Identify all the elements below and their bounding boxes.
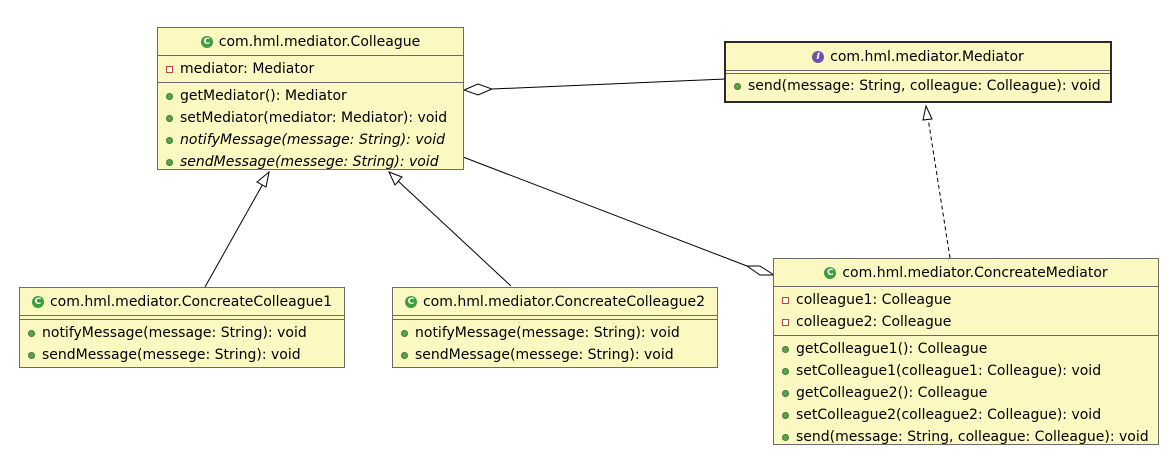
concrete-colleague2-header: C com.hml.mediator.ConcreateColleague2 bbox=[393, 288, 717, 316]
operation-row[interactable]: getColleague2(): Colleague bbox=[774, 382, 1158, 404]
class-icon: C bbox=[404, 295, 417, 308]
aggregation-diamond-colleague-mediator bbox=[462, 83, 494, 96]
private-visibility-icon bbox=[782, 318, 789, 326]
mediator-operations: send(message: String, colleague: Colleag… bbox=[726, 74, 1110, 98]
colleague-operations: getMediator(): Mediator setMediator(medi… bbox=[158, 83, 463, 175]
public-visibility-icon bbox=[166, 114, 173, 122]
operation-row[interactable]: send(message: String, colleague: Colleag… bbox=[774, 426, 1158, 448]
concrete-colleague2-empty-attributes bbox=[393, 316, 717, 320]
concrete-colleague1-empty-attributes bbox=[20, 316, 344, 320]
public-visibility-icon bbox=[401, 329, 408, 337]
colleague-attributes: mediator: Mediator bbox=[158, 56, 463, 83]
concrete-colleague1-name: com.hml.mediator.ConcreateColleague1 bbox=[49, 293, 333, 310]
operation-row[interactable]: sendMessage(messege: String): void bbox=[20, 344, 344, 366]
public-visibility-icon bbox=[782, 345, 789, 353]
private-visibility-icon bbox=[166, 65, 173, 73]
attribute-row[interactable]: colleague2: Colleague bbox=[774, 311, 1158, 333]
operation-row[interactable]: setColleague1(colleague1: Colleague): vo… bbox=[774, 360, 1158, 382]
private-visibility-icon bbox=[782, 296, 789, 304]
operation-row[interactable]: getMediator(): Mediator bbox=[158, 85, 463, 107]
aggregation-line-colleague-concretemediator bbox=[462, 156, 748, 267]
public-visibility-icon bbox=[166, 136, 173, 144]
concrete-colleague1-class[interactable]: C com.hml.mediator.ConcreateColleague1 n… bbox=[19, 287, 345, 368]
public-visibility-icon bbox=[782, 433, 789, 441]
concrete-colleague1-operations: notifyMessage(message: String): void sen… bbox=[20, 320, 344, 368]
attribute-row[interactable]: colleague1: Colleague bbox=[774, 289, 1158, 311]
abstract-operation-row[interactable]: notifyMessage(message: String): void bbox=[158, 129, 463, 151]
concrete-mediator-header: C com.hml.mediator.ConcreateMediator bbox=[774, 259, 1158, 287]
abstract-operation-row[interactable]: sendMessage(messege: String): void bbox=[158, 151, 463, 173]
generalization-line-colleague2 bbox=[396, 179, 512, 287]
class-icon: C bbox=[31, 295, 44, 308]
operation-row[interactable]: getColleague1(): Colleague bbox=[774, 338, 1158, 360]
operation-row[interactable]: notifyMessage(message: String): void bbox=[393, 322, 717, 344]
operation-row[interactable]: setColleague2(colleague2: Colleague): vo… bbox=[774, 404, 1158, 426]
operation-row[interactable]: sendMessage(messege: String): void bbox=[393, 344, 717, 366]
public-visibility-icon bbox=[28, 329, 35, 337]
realization-arrowhead bbox=[922, 104, 933, 121]
colleague-class-header: C com.hml.mediator.Colleague bbox=[158, 28, 463, 56]
attribute-row[interactable]: mediator: Mediator bbox=[158, 58, 463, 80]
public-visibility-icon bbox=[782, 389, 789, 397]
interface-icon: I bbox=[812, 50, 825, 63]
class-icon: C bbox=[200, 35, 213, 48]
public-visibility-icon bbox=[28, 351, 35, 359]
public-visibility-icon bbox=[782, 367, 789, 375]
colleague-class-name: com.hml.mediator.Colleague bbox=[218, 33, 421, 50]
concrete-colleague2-name: com.hml.mediator.ConcreateColleague2 bbox=[422, 293, 706, 310]
public-visibility-icon bbox=[734, 82, 741, 90]
aggregation-diamond-colleague-concretemediator bbox=[745, 265, 776, 276]
colleague-class[interactable]: C com.hml.mediator.Colleague mediator: M… bbox=[157, 27, 464, 170]
mediator-empty-attributes bbox=[726, 71, 1110, 74]
operation-row[interactable]: send(message: String, colleague: Colleag… bbox=[726, 75, 1110, 97]
mediator-interface-header: I com.hml.mediator.Mediator bbox=[726, 43, 1110, 71]
operation-row[interactable]: setMediator(mediator: Mediator): void bbox=[158, 107, 463, 129]
public-visibility-icon bbox=[166, 158, 173, 166]
aggregation-line-colleague-mediator bbox=[491, 78, 727, 90]
public-visibility-icon bbox=[401, 351, 408, 359]
concrete-mediator-operations: getColleague1(): Colleague setColleague1… bbox=[774, 336, 1158, 450]
concrete-colleague2-operations: notifyMessage(message: String): void sen… bbox=[393, 320, 717, 368]
mediator-interface-name: com.hml.mediator.Mediator bbox=[830, 48, 1024, 65]
class-icon: C bbox=[824, 266, 837, 279]
mediator-interface[interactable]: I com.hml.mediator.Mediator send(message… bbox=[724, 41, 1112, 103]
public-visibility-icon bbox=[166, 92, 173, 100]
concrete-mediator-attributes: colleague1: Colleague colleague2: Collea… bbox=[774, 287, 1158, 336]
realization-line-concretemediator-mediator bbox=[927, 117, 951, 259]
concrete-colleague1-header: C com.hml.mediator.ConcreateColleague1 bbox=[20, 288, 344, 316]
generalization-line-colleague1 bbox=[204, 181, 265, 288]
concrete-mediator-class[interactable]: C com.hml.mediator.ConcreateMediator col… bbox=[773, 258, 1159, 445]
public-visibility-icon bbox=[782, 411, 789, 419]
concrete-mediator-name: com.hml.mediator.ConcreateMediator bbox=[842, 264, 1108, 281]
operation-row[interactable]: notifyMessage(message: String): void bbox=[20, 322, 344, 344]
concrete-colleague2-class[interactable]: C com.hml.mediator.ConcreateColleague2 n… bbox=[392, 287, 718, 368]
